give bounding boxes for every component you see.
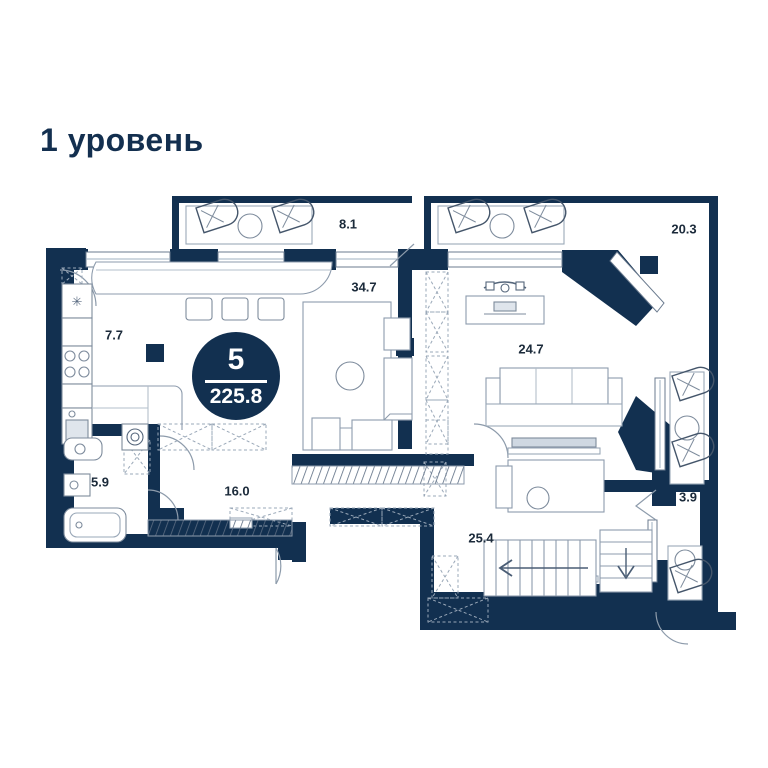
balcony-tl-furniture — [185, 195, 318, 245]
badge-room-count: 5 — [227, 343, 245, 376]
right-room-sofa — [485, 367, 623, 427]
desk-and-chair — [465, 281, 545, 325]
balcony-br-furniture — [667, 545, 716, 601]
bar-counter — [91, 261, 333, 321]
kitchen-units: ✳ — [61, 283, 93, 445]
area-label-balcony-right: 3.9 — [678, 489, 698, 505]
area-label-hall: 16.0 — [224, 483, 250, 499]
living-room-sofa — [302, 301, 413, 451]
area-label-room-lower-right: 25.4 — [468, 530, 494, 546]
bathroom-fixtures — [63, 437, 127, 543]
area-label-balcony-top-right: 20.3 — [671, 221, 697, 237]
area-label-living-room: 34.7 — [351, 279, 377, 295]
svg-text:✳: ✳ — [72, 294, 83, 309]
tv-unit — [507, 437, 601, 455]
area-label-room-right: 24.7 — [518, 341, 544, 357]
stair-hatch-bands — [147, 465, 465, 537]
area-label-bathroom: 5.9 — [90, 474, 110, 490]
badge-total-area: 225.8 — [209, 385, 263, 408]
right-room-lower-seating — [495, 459, 605, 513]
balcony-right-furniture — [669, 363, 718, 485]
page-title: 1 уровень — [40, 122, 204, 158]
area-label-balcony-top-left: 8.1 — [338, 216, 358, 232]
windows — [85, 251, 666, 583]
furniture: ✳ — [61, 195, 718, 601]
washing-machine — [121, 423, 149, 451]
apartment-summary-badge: 5 225.8 — [192, 332, 280, 420]
badge-divider — [205, 380, 267, 383]
area-label-kitchen: 7.7 — [104, 327, 124, 343]
staircase-down — [483, 529, 653, 597]
kitchen-counter-lower — [92, 385, 183, 430]
balcony-tr-furniture — [437, 195, 570, 245]
